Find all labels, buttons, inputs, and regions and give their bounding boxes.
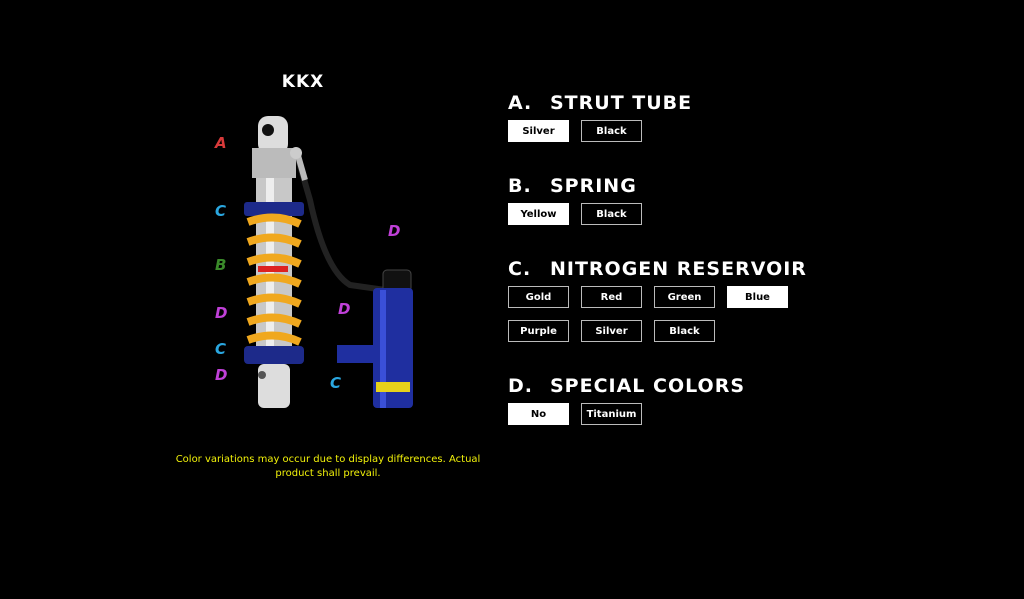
section-title: SPRING xyxy=(550,175,637,197)
option-black[interactable]: Black xyxy=(581,120,642,142)
label-d-bracket: D xyxy=(338,300,351,318)
label-a-strut-tube: A xyxy=(215,134,227,152)
label-b-spring: B xyxy=(215,256,227,274)
section-nitrogen-reservoir: C. NITROGEN RESERVOIR Gold Red Green Blue… xyxy=(508,258,808,342)
shock-illustration xyxy=(244,116,413,408)
option-silver[interactable]: Silver xyxy=(581,320,642,342)
label-c-reservoir: C xyxy=(330,374,342,392)
option-red[interactable]: Red xyxy=(581,286,642,308)
product-title: KKX xyxy=(281,72,325,92)
section-spring: B. SPRING Yellow Black xyxy=(508,175,808,225)
section-letter: C. xyxy=(508,258,532,280)
option-no[interactable]: No xyxy=(508,403,569,425)
section-title: STRUT TUBE xyxy=(550,92,693,114)
section-special-colors: D. SPECIAL COLORS No Titanium xyxy=(508,375,808,425)
label-d-bolt: D xyxy=(215,366,228,384)
section-title: NITROGEN RESERVOIR xyxy=(550,258,807,280)
label-d-reservoir-cap: D xyxy=(388,222,401,240)
option-purple[interactable]: Purple xyxy=(508,320,569,342)
label-d-shaft: D xyxy=(215,304,228,322)
section-letter: A. xyxy=(508,92,533,114)
option-silver[interactable]: Silver xyxy=(508,120,569,142)
option-black[interactable]: Black xyxy=(654,320,715,342)
label-c-bottom-collar: C xyxy=(215,340,227,358)
section-strut-tube: A. STRUT TUBE Silver Black xyxy=(508,92,808,142)
shock-absorber-image: A C B D C D D D C xyxy=(200,100,440,420)
option-titanium[interactable]: Titanium xyxy=(581,403,642,425)
label-c-top-collar: C xyxy=(215,202,227,220)
color-disclaimer: Color variations may occur due to displa… xyxy=(175,454,481,479)
section-title: SPECIAL COLORS xyxy=(550,375,746,397)
option-gold[interactable]: Gold xyxy=(508,286,569,308)
section-letter: B. xyxy=(508,175,532,197)
option-black[interactable]: Black xyxy=(581,203,642,225)
option-yellow[interactable]: Yellow xyxy=(508,203,569,225)
option-green[interactable]: Green xyxy=(654,286,715,308)
section-letter: D. xyxy=(508,375,533,397)
option-blue[interactable]: Blue xyxy=(727,286,788,308)
